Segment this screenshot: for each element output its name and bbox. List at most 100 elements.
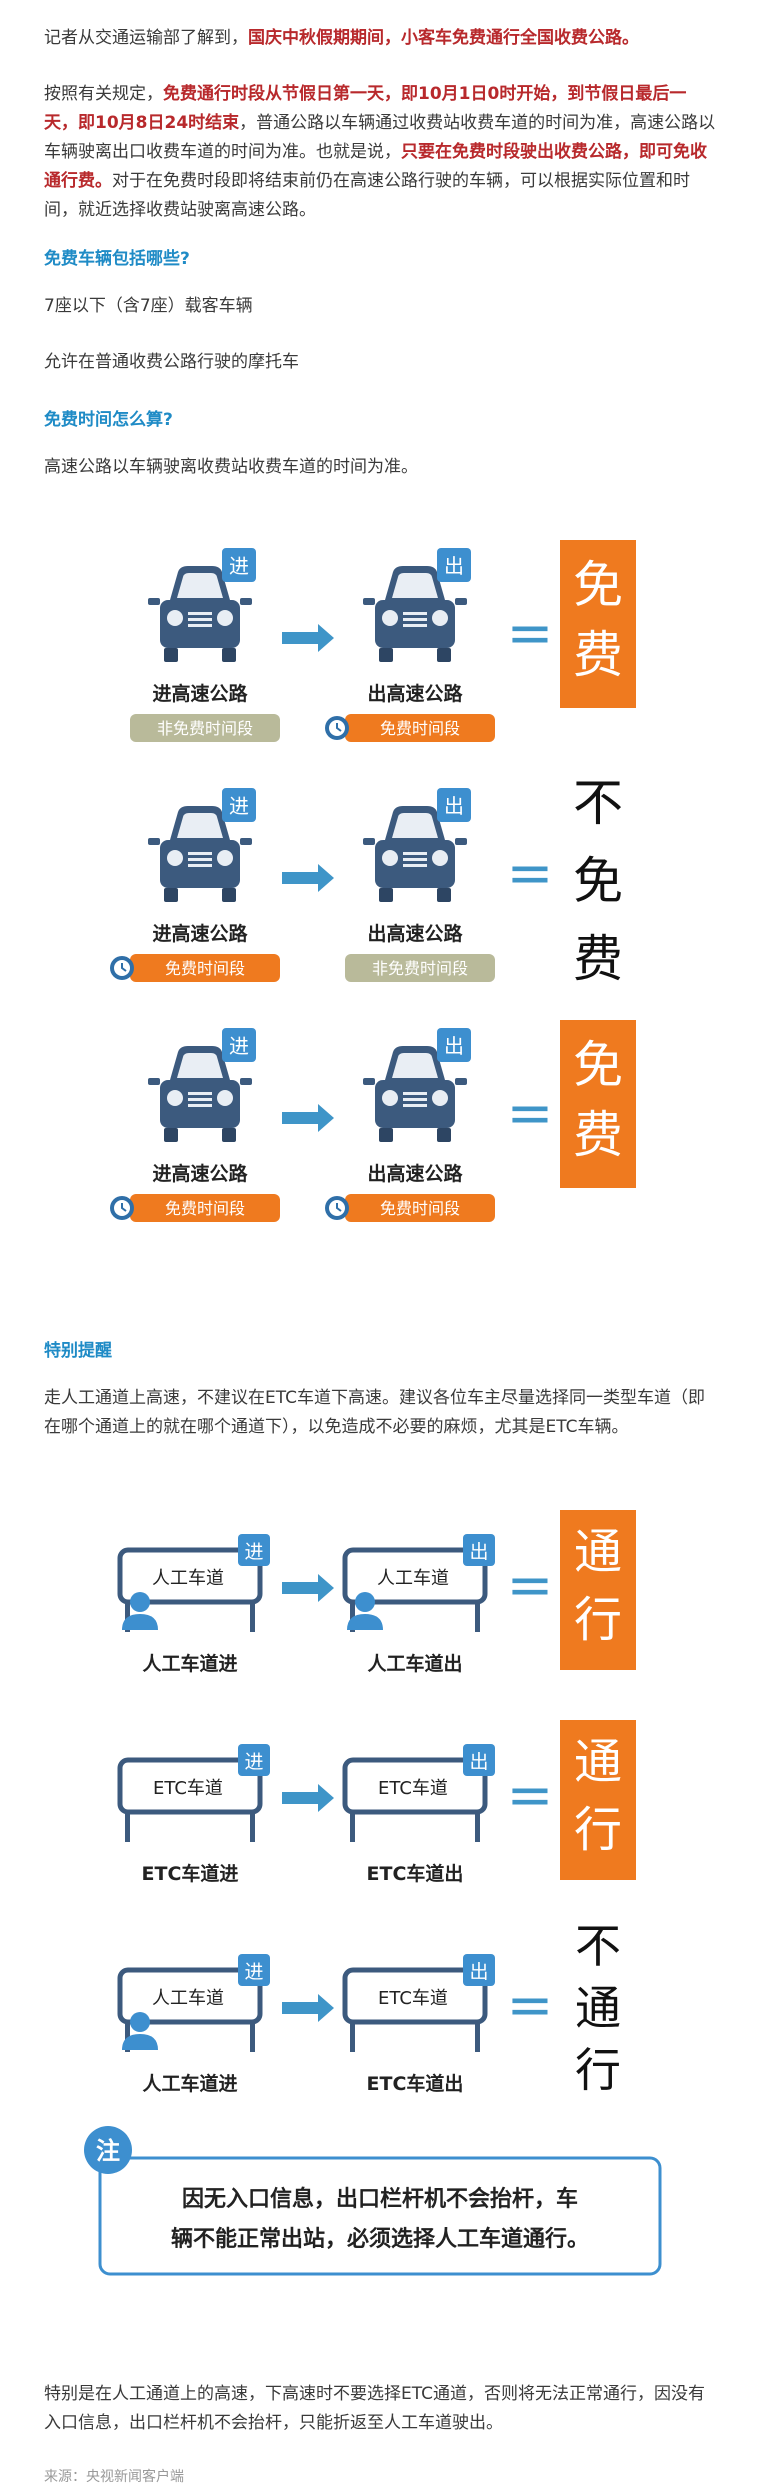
result-char: 费 <box>573 1106 623 1164</box>
badge-label: 进 <box>229 794 249 818</box>
result-char: 免 <box>573 1036 623 1094</box>
time-tag: 非免费时间段 <box>345 954 495 982</box>
result-char: 行 <box>574 1802 622 1858</box>
lane-label: ETC车道进 <box>142 1862 239 1885</box>
time-tag: 免费时间段 <box>324 714 495 742</box>
result-char: 免 <box>573 556 623 614</box>
free-time-infographic: 进进高速公路非免费时间段出出高速公路免费时间段=免费进进高速公路免费时间段出出高… <box>109 540 636 1222</box>
clock-icon <box>109 955 135 981</box>
entry-badge: 进 <box>238 1744 270 1776</box>
time-tag-label: 免费时间段 <box>165 1199 245 1218</box>
equals-sign: = <box>507 1553 554 1618</box>
badge-label: 进 <box>244 1961 263 1983</box>
rules-suffix: 对于在免费时段即将结束前仍在高速公路行驶的车辆，可以根据实际位置和时间，就近选择… <box>44 171 690 220</box>
lane-label: 人工车道进 <box>142 1652 237 1675</box>
rules-prefix: 按照有关规定， <box>44 84 163 104</box>
badge-label: 出 <box>444 1034 464 1058</box>
badge-label: 出 <box>444 554 464 578</box>
result-char: 通 <box>574 1734 622 1790</box>
clock-icon <box>324 715 350 741</box>
rules-key-point: 只要在免费时段驶出收费公路，即可免收通行费。 <box>44 142 707 191</box>
lane-label: ETC车道出 <box>367 2072 464 2095</box>
lane-label: 人工车道进 <box>142 2072 237 2095</box>
badge-label: 出 <box>469 1541 488 1563</box>
result-box: 通行 <box>560 1720 636 1880</box>
heading-free-time: 免费时间怎么算? <box>44 410 173 430</box>
lane-sign-text: ETC车道 <box>153 1778 223 1799</box>
time-tag-label: 免费时间段 <box>380 719 460 738</box>
paragraph-etc-warning: 特别是在人工通道上的高速，下高速时不要选择ETC通道，否则将无法正常通行，因没有… <box>44 2384 705 2433</box>
lane-sign-text: 人工车道 <box>152 1568 224 1589</box>
entry-lane-sign: 人工车道 <box>117 1967 263 2052</box>
exit-lane-sign: ETC车道 <box>342 1967 488 2052</box>
result-char: 费 <box>573 930 623 988</box>
list-item-motorcycle: 允许在普通收费公路行驶的摩托车 <box>44 352 299 372</box>
paragraph-time-rule: 高速公路以车辆驶离收费站收费车道的时间为准。 <box>44 457 418 477</box>
equals-sign: = <box>507 601 554 666</box>
source-credit: 来源：央视新闻客户端 <box>44 2469 184 2485</box>
lane-sign-text: ETC车道 <box>378 1778 448 1799</box>
exit-badge: 出 <box>437 788 471 822</box>
result-box: 免费 <box>560 1020 636 1188</box>
exit-lane-sign: 人工车道 <box>342 1547 488 1632</box>
note-line-1: 因无入口信息，出口栏杆机不会抬杆，车 <box>182 2186 578 2212</box>
equals-sign: = <box>507 1763 554 1828</box>
heading-free-vehicles: 免费车辆包括哪些? <box>44 249 190 269</box>
paragraph-reminder: 走人工通道上高速，不建议在ETC车道下高速。建议各位车主尽量选择同一类型车道（即… <box>44 1388 705 1437</box>
intro-highlight: 国庆中秋假期期间，小客车免费通行全国收费公路。 <box>248 28 639 48</box>
road-label: 出高速公路 <box>367 1162 463 1185</box>
result-char: 通 <box>575 1981 621 2035</box>
lane-sign-text: 人工车道 <box>152 1988 224 2009</box>
lane-infographic: 人工车道进人工车道进人工车道出人工车道出=通行ETC车道进ETC车道进ETC车道… <box>84 1510 662 2276</box>
entry-badge: 进 <box>222 548 256 582</box>
result-box: 不通行 <box>575 1919 621 2097</box>
exit-badge: 出 <box>437 548 471 582</box>
time-tag: 免费时间段 <box>109 954 280 982</box>
lane-sign-text: 人工车道 <box>377 1568 449 1589</box>
exit-badge: 出 <box>463 1744 495 1776</box>
result-char: 免 <box>573 852 623 910</box>
road-label: 出高速公路 <box>367 682 463 705</box>
arrow-right-icon <box>282 1104 334 1132</box>
arrow-right-icon <box>282 1574 334 1602</box>
time-tag-label: 非免费时间段 <box>372 959 468 978</box>
badge-label: 进 <box>229 1034 249 1058</box>
equals-sign: = <box>507 841 554 906</box>
note-badge: 注 <box>84 2126 132 2174</box>
result-box: 通行 <box>560 1510 636 1670</box>
arrow-right-icon <box>282 1784 334 1812</box>
time-tag: 非免费时间段 <box>130 714 280 742</box>
lane-label: 人工车道出 <box>367 1652 462 1675</box>
exit-badge: 出 <box>463 1534 495 1566</box>
paragraph-intro: 记者从交通运输部了解到，国庆中秋假期期间，小客车免费通行全国收费公路。 <box>44 24 720 53</box>
entry-lane-sign: ETC车道 <box>117 1757 263 1842</box>
badge-label: 进 <box>244 1541 263 1563</box>
lane-sign-text: ETC车道 <box>378 1988 448 2009</box>
paragraph-rules: 按照有关规定，免费通行时段从节假日第一天，即10月1日0时开始，到节假日最后一天… <box>44 80 720 225</box>
clock-icon <box>109 1195 135 1221</box>
clock-icon <box>324 1195 350 1221</box>
exit-badge: 出 <box>437 1028 471 1062</box>
rules-period: 免费通行时段从节假日第一天，即10月1日0时开始，到节假日最后一天，即10月8日… <box>44 84 687 133</box>
result-char: 行 <box>575 2043 621 2097</box>
entry-badge: 进 <box>222 1028 256 1062</box>
result-box: 免费 <box>560 540 636 708</box>
badge-label: 进 <box>229 554 249 578</box>
entry-badge: 进 <box>238 1954 270 1986</box>
intro-text: 记者从交通运输部了解到， <box>44 28 248 48</box>
road-label: 进高速公路 <box>152 922 248 945</box>
arrow-right-icon <box>282 864 334 892</box>
result-char: 通 <box>574 1524 622 1580</box>
exit-badge: 出 <box>463 1954 495 1986</box>
result-box: 不免费 <box>573 774 623 988</box>
time-tag-label: 免费时间段 <box>165 959 245 978</box>
lane-label: ETC车道出 <box>367 1862 464 1885</box>
road-label: 出高速公路 <box>367 922 463 945</box>
result-char: 费 <box>573 626 623 684</box>
time-tag-label: 非免费时间段 <box>157 719 253 738</box>
entry-badge: 进 <box>222 788 256 822</box>
